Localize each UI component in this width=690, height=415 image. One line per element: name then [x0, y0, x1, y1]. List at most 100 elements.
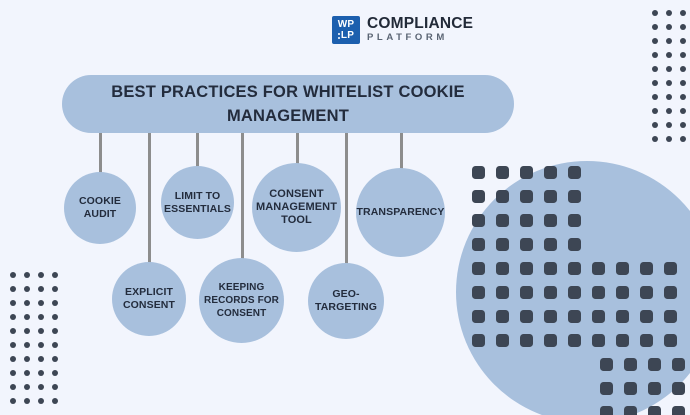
decorative-dot	[6, 282, 20, 296]
decorative-square	[472, 262, 485, 275]
page-title-text: BEST PRACTICES FOR WHITELIST COOKIE MANA…	[111, 83, 465, 125]
decorative-square	[568, 334, 581, 347]
decorative-square	[472, 310, 485, 323]
decorative-dot	[48, 324, 62, 338]
decorative-dot	[34, 268, 48, 282]
decorative-dot	[6, 310, 20, 324]
decorative-dot	[648, 76, 662, 90]
decorative-dot	[48, 394, 62, 408]
decorative-square	[616, 310, 629, 323]
decorative-dot	[648, 118, 662, 132]
node-top-1[interactable]: COOKIE AUDIT	[64, 172, 136, 244]
decorative-dot	[676, 62, 690, 76]
decorative-square	[648, 358, 661, 371]
decorative-square	[520, 262, 533, 275]
decorative-dot	[676, 34, 690, 48]
decorative-dot	[6, 366, 20, 380]
decorative-dot	[662, 76, 676, 90]
connector-line	[99, 133, 102, 173]
decorative-square	[568, 310, 581, 323]
decorative-dot	[662, 118, 676, 132]
decorative-dot	[20, 268, 34, 282]
decorative-square	[616, 334, 629, 347]
decorative-dot	[662, 90, 676, 104]
decorative-dot	[648, 34, 662, 48]
decorative-square	[544, 286, 557, 299]
decorative-square	[600, 406, 613, 415]
node-label: KEEPING RECORDS FOR CONSENT	[204, 282, 279, 319]
decorative-square	[520, 214, 533, 227]
decorative-square	[664, 334, 677, 347]
decorative-square	[640, 262, 653, 275]
decorative-dot	[48, 366, 62, 380]
node-bottom-2[interactable]: KEEPING RECORDS FOR CONSENT	[199, 258, 284, 343]
decorative-dot-grid-top-right	[648, 6, 690, 146]
decorative-dot	[20, 310, 34, 324]
decorative-dot	[48, 380, 62, 394]
decorative-dot	[648, 20, 662, 34]
node-label: CONSENT MANAGEMENT TOOL	[255, 188, 338, 226]
decorative-dot	[6, 324, 20, 338]
decorative-dot	[676, 76, 690, 90]
decorative-square	[520, 286, 533, 299]
decorative-square	[648, 406, 661, 415]
decorative-square	[624, 406, 637, 415]
decorative-square	[624, 358, 637, 371]
decorative-dot	[676, 118, 690, 132]
decorative-dot	[48, 296, 62, 310]
decorative-square	[544, 190, 557, 203]
decorative-square	[624, 382, 637, 395]
decorative-square	[640, 334, 653, 347]
decorative-dot	[34, 324, 48, 338]
decorative-dot	[648, 132, 662, 146]
connector-line	[196, 133, 199, 167]
decorative-dot	[662, 48, 676, 62]
decorative-dot	[6, 296, 20, 310]
decorative-square	[592, 262, 605, 275]
decorative-dot	[34, 338, 48, 352]
decorative-square	[472, 238, 485, 251]
decorative-square	[472, 214, 485, 227]
decorative-dot	[20, 324, 34, 338]
decorative-dot	[648, 48, 662, 62]
logo-mark-line1: WP	[337, 19, 355, 30]
page-title: BEST PRACTICES FOR WHITELIST COOKIE MANA…	[62, 75, 514, 133]
decorative-square	[640, 286, 653, 299]
decorative-dot	[34, 310, 48, 324]
decorative-dot	[48, 338, 62, 352]
decorative-dot	[662, 34, 676, 48]
decorative-dot	[6, 338, 20, 352]
node-label: LIMIT TO ESSENTIALS	[164, 189, 231, 215]
node-bottom-1[interactable]: EXPLICIT CONSENT	[112, 262, 186, 336]
decorative-dot	[648, 6, 662, 20]
node-bottom-3[interactable]: GEO-TARGETING	[308, 263, 384, 339]
node-top-4[interactable]: TRANSPARENCY	[356, 168, 445, 257]
decorative-dot	[20, 380, 34, 394]
decorative-dot	[6, 352, 20, 366]
decorative-square	[496, 286, 509, 299]
node-top-2[interactable]: LIMIT TO ESSENTIALS	[161, 166, 234, 239]
node-top-3[interactable]: CONSENT MANAGEMENT TOOL	[252, 163, 341, 252]
node-label: GEO-TARGETING	[315, 288, 377, 313]
decorative-dot	[662, 132, 676, 146]
decorative-dot	[676, 20, 690, 34]
decorative-square	[544, 334, 557, 347]
decorative-dot	[648, 62, 662, 76]
decorative-dot	[48, 352, 62, 366]
decorative-dot	[676, 132, 690, 146]
decorative-square	[472, 166, 485, 179]
decorative-square	[568, 190, 581, 203]
decorative-dot	[6, 380, 20, 394]
decorative-dot	[662, 20, 676, 34]
decorative-square	[672, 382, 685, 395]
decorative-square	[520, 334, 533, 347]
decorative-square	[600, 382, 613, 395]
decorative-square	[664, 286, 677, 299]
logo-mark-line2: LP	[340, 30, 355, 41]
brand-tagline: PLATFORM	[367, 32, 448, 43]
decorative-dot	[48, 268, 62, 282]
decorative-square	[568, 166, 581, 179]
decorative-square	[520, 190, 533, 203]
logo-colon-icon	[337, 32, 340, 40]
brand-logo: WP LP COMPLIANCE PLATFORM	[332, 16, 473, 44]
